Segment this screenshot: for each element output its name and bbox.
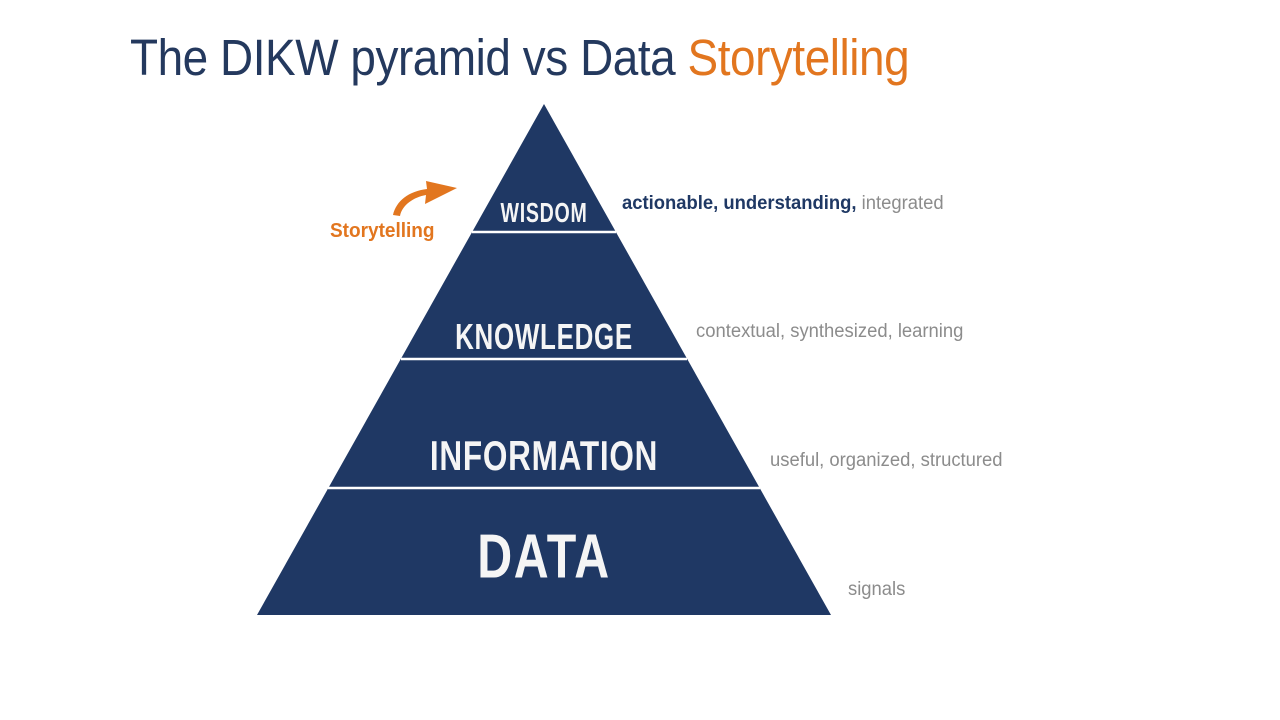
annotation-data: signals bbox=[848, 579, 906, 600]
annotation-wisdom-emphasis: actionable, understanding, bbox=[622, 193, 857, 214]
level-label-wisdom: WISDOM bbox=[500, 197, 588, 228]
curved-arrow-icon bbox=[393, 181, 457, 216]
annotation-wisdom: actionable, understanding, integrated bbox=[622, 193, 944, 215]
level-label-information: INFORMATION bbox=[429, 432, 659, 479]
title-prefix: The DIKW pyramid vs Data bbox=[130, 29, 688, 86]
storytelling-label: Storytelling bbox=[330, 220, 435, 242]
dikw-pyramid-shape bbox=[257, 104, 831, 615]
title-highlight: Storytelling bbox=[687, 29, 910, 86]
annotation-knowledge: contextual, synthesized, learning bbox=[696, 321, 964, 342]
annotation-wisdom-muted: integrated bbox=[856, 193, 944, 214]
page-title: The DIKW pyramid vs Data Storytelling bbox=[130, 28, 910, 87]
annotation-information: useful, organized, structured bbox=[770, 450, 1003, 471]
level-label-data: DATA bbox=[477, 522, 611, 592]
level-label-knowledge: KNOWLEDGE bbox=[455, 316, 633, 357]
